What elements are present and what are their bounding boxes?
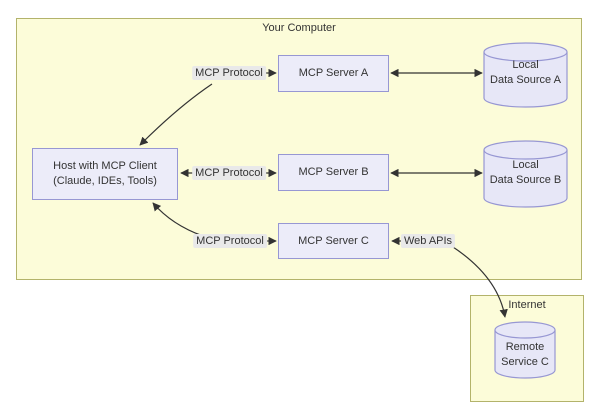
arrow-host-from-protocol-c <box>152 202 204 237</box>
mcp-protocol-label-b: MCP Protocol <box>192 166 266 180</box>
internet-title: Internet <box>508 299 546 311</box>
mcp-server-c-label: MCP Server C <box>298 234 369 247</box>
data-source-a-text: Local Data Source A <box>484 58 567 88</box>
data-source-a-line1: Local <box>512 59 539 71</box>
mcp-protocol-label-c: MCP Protocol <box>193 234 267 248</box>
remote-service-c-line1: Remote <box>505 341 545 353</box>
your-computer-title: Your Computer <box>262 22 336 34</box>
internet-container: Internet <box>470 295 584 402</box>
data-source-b-cylinder <box>483 140 568 208</box>
web-apis-label: Web APIs <box>400 234 456 248</box>
arrow-host-from-protocol-a <box>139 83 213 146</box>
arrow-web-apis-to-remote-service <box>452 246 508 318</box>
mcp-server-c-node: MCP Server C <box>278 223 389 259</box>
mcp-server-b-label: MCP Server B <box>298 166 369 178</box>
data-source-b-line2: Data Source B <box>489 174 562 186</box>
mcp-server-a-label: MCP Server A <box>298 67 369 79</box>
remote-service-c-text: Remote Service C <box>495 340 555 370</box>
data-source-a-line2: Data Source A <box>490 74 561 86</box>
host-node-line2: (Claude, IDEs, Tools) <box>53 175 157 187</box>
mcp-protocol-label-a: MCP Protocol <box>192 66 266 80</box>
mcp-server-b-node: MCP Server B <box>278 154 389 191</box>
remote-service-c-cylinder <box>494 321 556 379</box>
host-node-line1: Host with MCP Client <box>53 160 157 172</box>
data-source-a-cylinder <box>483 42 568 108</box>
data-source-b-line1: Local <box>512 159 539 171</box>
host-node: Host with MCP Client (Claude, IDEs, Tool… <box>32 148 178 200</box>
mcp-server-a-node: MCP Server A <box>278 55 389 92</box>
remote-service-c-line2: Service C <box>501 356 549 368</box>
data-source-b-text: Local Data Source B <box>484 158 567 188</box>
